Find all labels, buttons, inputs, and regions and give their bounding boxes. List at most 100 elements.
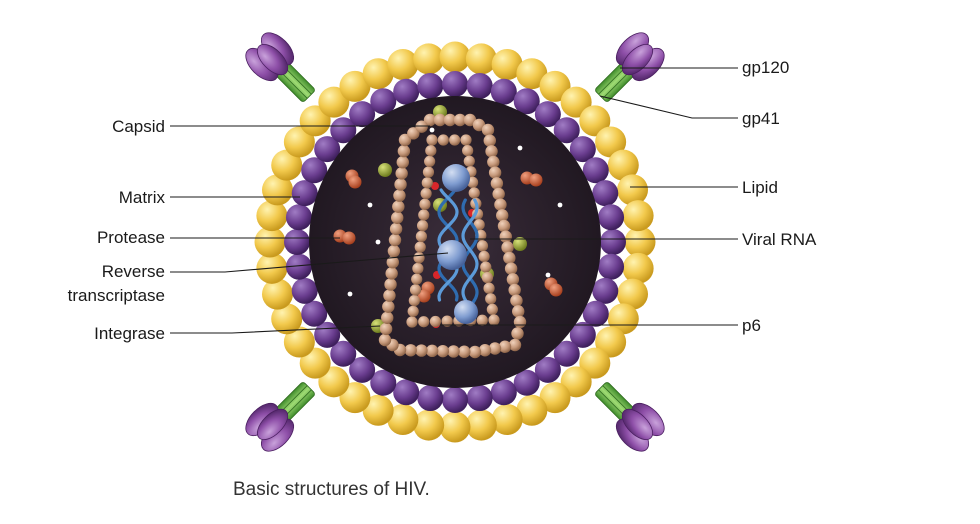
- gp-spike: [595, 382, 665, 452]
- matrix-bead: [466, 385, 493, 412]
- capsid-bead: [492, 187, 505, 201]
- capsid-bead: [496, 209, 509, 222]
- leader-integrase: [170, 325, 381, 334]
- capsid-bead: [462, 144, 474, 157]
- capsid-bead: [511, 327, 524, 340]
- lipid-bead: [387, 48, 419, 80]
- capsid-bead: [468, 187, 480, 199]
- lipid-bead: [491, 404, 523, 436]
- matrix-bead: [442, 71, 468, 97]
- capsid-bead: [392, 200, 405, 213]
- capsid-bead: [488, 166, 502, 179]
- matrix-bead: [349, 356, 376, 383]
- white-speck: [367, 202, 373, 208]
- capsid-bead: [406, 316, 418, 328]
- matrix-bead: [490, 78, 517, 105]
- capsid-bead: [420, 187, 432, 200]
- capsid-bead: [425, 145, 437, 157]
- capsid-bead: [490, 177, 504, 190]
- capsid-bead: [504, 262, 518, 275]
- gp120-lobe: [256, 43, 289, 76]
- capsid-bead: [468, 345, 482, 359]
- capsid-bead: [413, 252, 425, 264]
- lipid-bead: [516, 394, 548, 426]
- protease-particle: [342, 231, 356, 245]
- matrix-bead: [393, 379, 420, 406]
- capsid-bead: [460, 134, 472, 146]
- capsid-bead: [389, 222, 403, 236]
- label-matrix: Matrix: [118, 188, 165, 207]
- capsid-bead: [453, 113, 467, 127]
- gp120-lobe: [621, 408, 654, 441]
- matrix-bead: [370, 369, 397, 396]
- capsid-bead: [447, 345, 460, 358]
- matrix-bead: [592, 277, 619, 304]
- capsid-bead: [429, 315, 442, 328]
- lipid-bead: [491, 48, 523, 80]
- capsid-bead: [409, 284, 422, 296]
- lipid-layer: [254, 41, 656, 443]
- lipid-bead: [560, 366, 592, 398]
- capsid-bead: [385, 267, 398, 280]
- reverse-transcriptase-sphere: [454, 300, 478, 324]
- lipid-bead: [622, 200, 654, 232]
- capsid-bead: [391, 211, 404, 224]
- protease-particle: [529, 173, 543, 187]
- capsid-bead: [476, 314, 488, 326]
- capsid-bead: [397, 144, 411, 158]
- label-protease: Protease: [96, 228, 165, 247]
- capsid-bead: [498, 340, 512, 353]
- capsid-bead: [422, 166, 435, 178]
- lipid-bead: [607, 303, 639, 335]
- capsid-bead: [497, 219, 511, 233]
- capsid-bead: [379, 322, 393, 336]
- capsid-bead: [480, 261, 492, 273]
- lipid-bead: [595, 126, 627, 158]
- matrix-bead: [569, 136, 596, 163]
- gp-spike: [595, 32, 665, 102]
- viral-rna-strands: [437, 164, 479, 324]
- capsid-bead: [415, 344, 428, 357]
- capsid-bead: [418, 209, 430, 221]
- matrix-bead: [370, 88, 397, 115]
- figure-caption: Basic structures of HIV.: [233, 479, 430, 500]
- capsid-bead: [458, 345, 471, 358]
- capsid-bead: [449, 134, 461, 146]
- capsid-bead: [415, 120, 428, 133]
- capsid-bead: [411, 273, 423, 285]
- gp120-lobe: [256, 408, 289, 441]
- matrix-bead: [285, 253, 312, 280]
- label-gp41: gp41: [742, 109, 780, 128]
- viral-rna-strand: [437, 188, 459, 302]
- matrix-bead: [582, 157, 609, 184]
- leader-gp41: [599, 95, 738, 119]
- capsid-bead: [396, 156, 409, 169]
- capsid-bead: [481, 272, 494, 284]
- capsid-bead: [415, 230, 428, 242]
- matrix-bead: [598, 253, 625, 280]
- lipid-bead: [617, 174, 649, 206]
- lipid-bead: [362, 58, 394, 90]
- lipid-bead: [339, 70, 371, 102]
- capsid-bead: [426, 134, 438, 146]
- capsid-bead: [382, 300, 395, 313]
- label-reverse-transcriptase-line1: Reverse: [101, 262, 165, 281]
- matrix-bead: [349, 101, 376, 128]
- label-lipid: Lipid: [742, 178, 778, 197]
- matrix-bead: [569, 321, 596, 348]
- capsid-bead: [378, 333, 392, 347]
- matrix-bead: [598, 204, 625, 231]
- capsid-bead: [503, 251, 516, 265]
- capsid-bead: [433, 113, 447, 127]
- capsid-bead: [383, 289, 396, 302]
- lipid-bead: [607, 149, 639, 181]
- capsid-bead: [425, 344, 439, 358]
- matrix-bead: [301, 157, 328, 184]
- lipid-bead: [539, 70, 571, 102]
- protease-particle: [417, 289, 431, 303]
- matrix-bead: [285, 204, 312, 231]
- lipid-bead: [413, 409, 445, 441]
- lipid-bead: [465, 43, 497, 75]
- lipid-bead: [318, 86, 350, 118]
